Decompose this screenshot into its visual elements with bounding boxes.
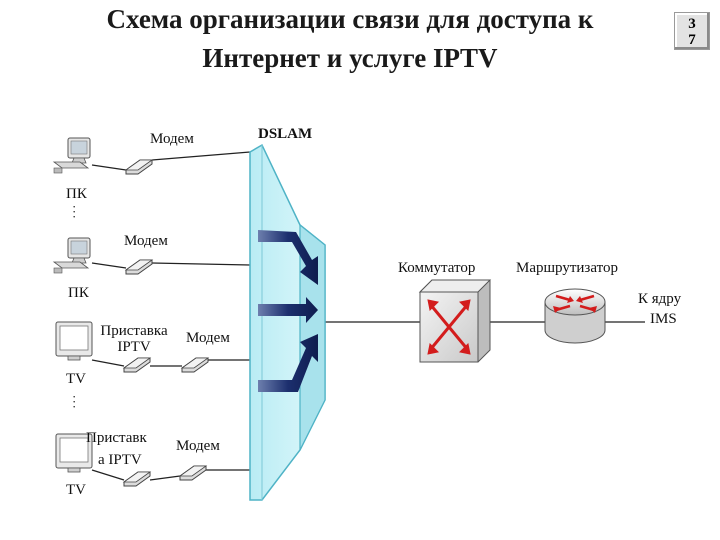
modem-4-icon — [178, 465, 208, 481]
ellipsis-1: ··· — [72, 199, 77, 224]
dslam-arrow-1 — [258, 230, 318, 285]
pc-1-icon — [52, 137, 91, 174]
slide-number-digit-2: 7 — [688, 32, 696, 48]
modem-4-label: Модем — [176, 438, 220, 454]
dslam-arrow-2 — [258, 297, 318, 323]
stb-2-icon — [122, 471, 152, 487]
slide-number-digit-1: 3 — [688, 16, 696, 32]
switch-label: Коммутатор — [398, 260, 476, 276]
core-label-line-2: IMS — [650, 311, 677, 327]
title-line-1: Схема организации связи для доступа к — [106, 4, 594, 34]
modem-1-label: Модем — [150, 131, 194, 147]
dslam-arrows — [258, 230, 318, 392]
dslam-device — [249, 143, 326, 501]
page-title: Схема организации связи для доступа к Ин… — [40, 0, 660, 78]
pc-1-label: ПК — [66, 186, 87, 202]
modem-2-icon — [124, 259, 154, 275]
stb-2-label-line-1: Приставк — [86, 430, 147, 446]
link-stb2-modem4 — [149, 475, 181, 481]
tv-2-label: TV — [66, 482, 86, 498]
modem-1-icon — [124, 159, 154, 175]
core-label-line-1: К ядру — [638, 291, 682, 307]
pc-2-label: ПК — [68, 285, 89, 301]
link-pc1-modem1 — [91, 164, 127, 171]
title-line-2: Интернет и услуге IPTV — [202, 43, 498, 73]
ellipsis-2: ··· — [72, 389, 77, 414]
dslam-label: DSLAM — [258, 126, 313, 142]
modem-3-icon — [180, 357, 210, 373]
link-tv2-stb2 — [91, 469, 125, 481]
link-modem1-dslam — [151, 151, 251, 161]
dslam-arrow-3 — [258, 334, 318, 392]
pc-2-icon — [52, 237, 91, 274]
stb-1-label: Приставка IPTV — [100, 323, 168, 355]
slide-number-badge: 3 7 — [674, 12, 710, 50]
switch-icon — [418, 279, 492, 363]
tv-2-icon — [55, 433, 93, 473]
link-tv1-stb1 — [91, 359, 125, 367]
router-icon — [544, 288, 606, 344]
stb-1-icon — [122, 357, 152, 373]
tv-1-label: TV — [66, 371, 86, 387]
modem-3-label: Модем — [186, 330, 230, 346]
link-pc2-modem2 — [91, 262, 127, 269]
tv-1-icon — [55, 321, 93, 361]
link-lines — [91, 151, 645, 481]
link-modem2-dslam — [151, 262, 251, 266]
modem-2-label: Модем — [124, 233, 168, 249]
router-label: Маршрутизатор — [516, 260, 618, 276]
stb-2-label-line-2: а IPTV — [98, 452, 142, 468]
